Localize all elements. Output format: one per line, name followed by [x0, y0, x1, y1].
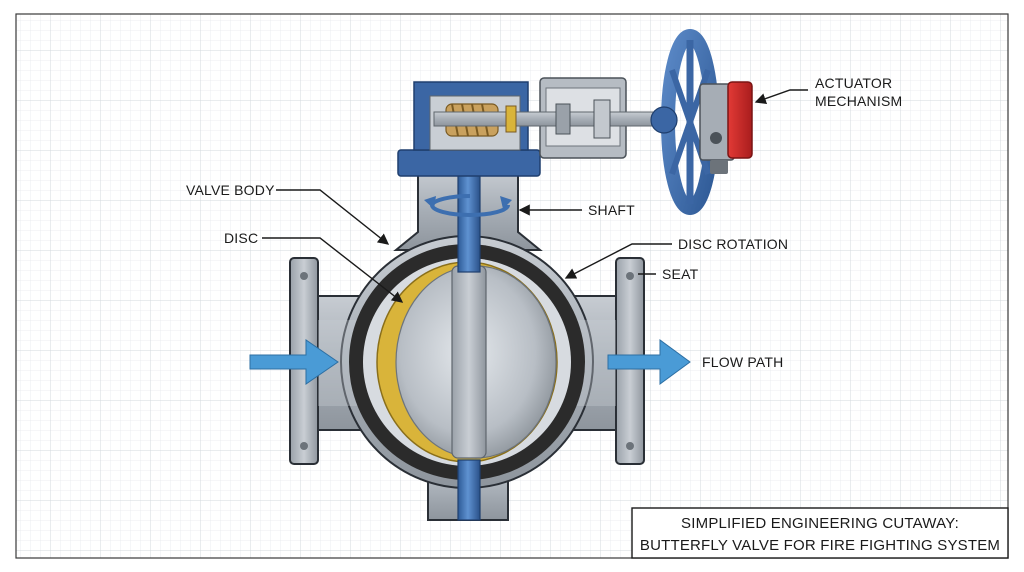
- valve-body: [289, 169, 645, 521]
- label-actuator-line1: ACTUATOR: [815, 75, 892, 91]
- label-shaft: SHAFT: [588, 202, 635, 218]
- label-disc: DISC: [224, 230, 258, 246]
- title-line-2: BUTTERFLY VALVE FOR FIRE FIGHTING SYSTEM: [640, 537, 1000, 554]
- title-block: SIMPLIFIED ENGINEERING CUTAWAY: BUTTERFL…: [631, 507, 1009, 559]
- flow-arrows: [249, 339, 691, 385]
- label-actuator-line2: MECHANISM: [815, 93, 902, 109]
- label-valve-body: VALVE BODY: [186, 182, 275, 198]
- label-seat: SEAT: [662, 266, 699, 282]
- label-flow-path: FLOW PATH: [702, 354, 783, 370]
- label-disc-rotation: DISC ROTATION: [678, 236, 788, 252]
- title-line-1: SIMPLIFIED ENGINEERING CUTAWAY:: [681, 515, 959, 532]
- actuator-mechanism: [699, 81, 753, 174]
- leader-lines: [262, 89, 808, 303]
